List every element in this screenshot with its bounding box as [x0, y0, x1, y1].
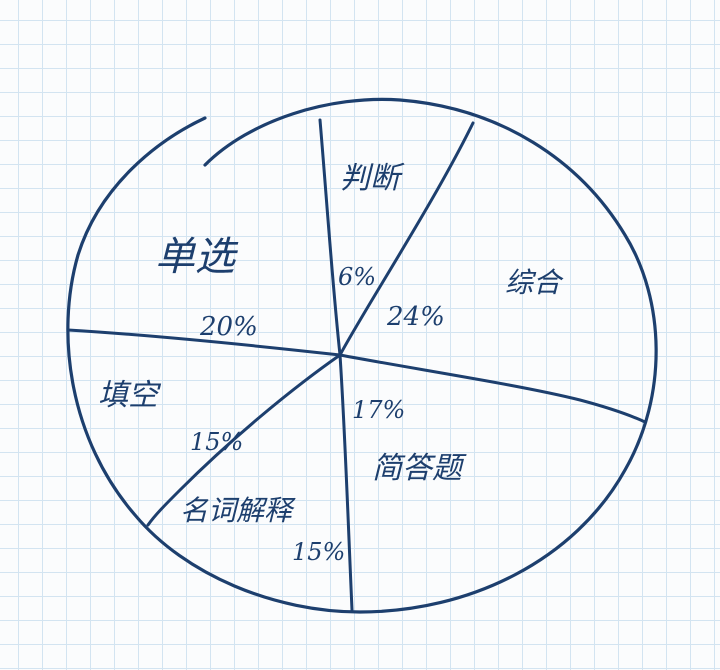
slice-value-shortanswer: 17%: [352, 396, 405, 424]
slice-value-fill: 15%: [190, 428, 243, 456]
divider-shortanswer-terms: [338, 353, 354, 612]
slice-label-single: 单选: [155, 234, 239, 280]
slice-value-judge: 6%: [338, 263, 376, 291]
slice-value-single: 20%: [199, 312, 258, 342]
slice-label-shortanswer: 简答题: [372, 451, 467, 486]
slice-label-synthesis: 综合: [505, 266, 564, 299]
slice-label-fill: 填空: [98, 378, 162, 413]
divider-fill-single: [66, 328, 342, 357]
slice-label-judge: 判断: [340, 161, 405, 196]
slice-value-terms: 15%: [292, 538, 345, 566]
pie-outline: [66, 97, 658, 614]
divider-judge-synthesis: [338, 121, 475, 357]
divider-judge-single: [318, 118, 342, 357]
slice-value-synthesis: 24%: [386, 302, 445, 332]
divider-synthesis-shortanswer: [338, 353, 647, 424]
slice-label-terms: 名词解释: [180, 494, 296, 527]
divider-terms-fill: [146, 353, 342, 527]
